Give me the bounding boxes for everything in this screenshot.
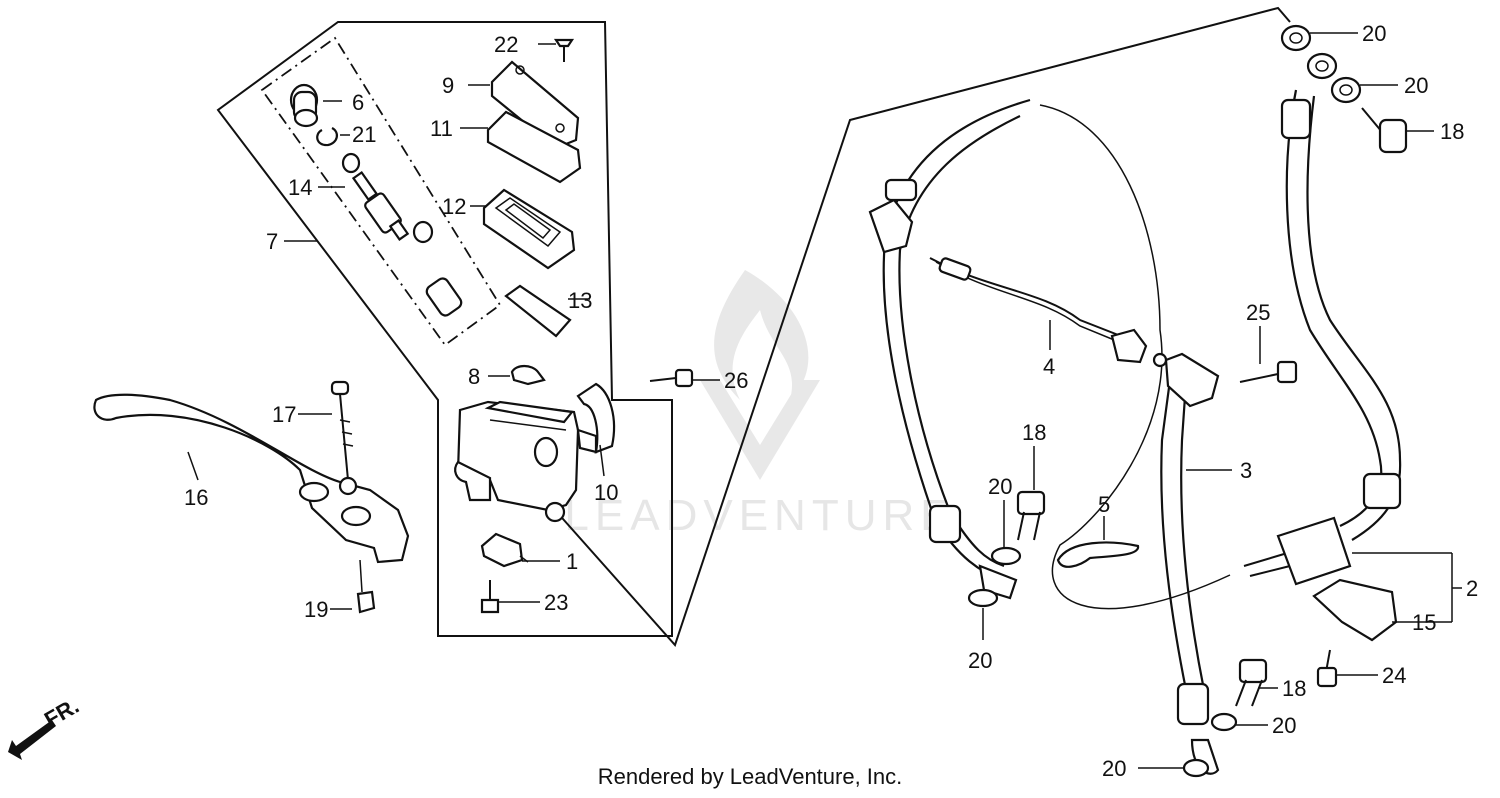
render-credit: Rendered by LeadVenture, Inc.	[597, 764, 903, 789]
callout-16: 16	[184, 485, 208, 510]
callout-19: 19	[304, 597, 328, 622]
callout-1: 1	[566, 549, 578, 574]
part-14-icon	[341, 152, 463, 317]
callout-2: 2	[1466, 576, 1478, 601]
callout-11: 11	[430, 116, 453, 141]
callout-20-bottom: 20	[1102, 756, 1126, 781]
part-25-icon	[1239, 360, 1298, 384]
callout-5: 5	[1098, 492, 1110, 517]
hose-routing-loop	[1039, 104, 1231, 610]
part-10-icon	[576, 382, 616, 454]
part-3-icon	[1160, 352, 1220, 775]
part-1-icon	[480, 532, 529, 568]
master-cylinder-group-outline	[216, 21, 673, 637]
callout-14: 14	[288, 175, 312, 200]
callout-20-low-right: 20	[1272, 713, 1296, 738]
callout-20-mid: 20	[988, 474, 1012, 499]
part-4-icon	[929, 257, 1168, 368]
part-21-icon	[316, 127, 338, 147]
callout-20-left-bottom: 20	[968, 648, 992, 673]
callout-23: 23	[544, 590, 568, 615]
callout-12: 12	[442, 194, 466, 219]
part-20-washers-icon	[967, 24, 1362, 778]
part-19-icon	[356, 590, 376, 614]
part-11-icon	[486, 110, 582, 184]
part-26-icon	[649, 368, 694, 388]
master-cylinder-body-icon	[454, 400, 580, 523]
callout-6: 6	[352, 90, 364, 115]
callout-3: 3	[1240, 458, 1252, 483]
callout-10: 10	[594, 480, 618, 505]
part-15-icon	[1312, 578, 1398, 642]
watermark: LEADVENTURE	[564, 270, 955, 540]
part-24-icon	[1316, 649, 1338, 688]
part-16-icon	[93, 393, 410, 564]
part-5-icon	[1056, 541, 1140, 568]
callout-8: 8	[468, 364, 480, 389]
callout-7: 7	[266, 229, 278, 254]
part-18-bolt-low-icon	[1235, 658, 1268, 707]
callout-20-upper: 20	[1404, 73, 1428, 98]
left-brake-hose-icon	[868, 98, 1031, 600]
part-17-icon	[330, 380, 358, 496]
callout-24: 24	[1382, 663, 1406, 688]
callout-20-top: 20	[1362, 21, 1386, 46]
callout-15: 15	[1412, 610, 1436, 635]
part-18-bolt-top-icon	[1361, 107, 1408, 154]
callout-21: 21	[352, 122, 376, 147]
callout-17: 17	[272, 402, 296, 427]
watermark-text: LEADVENTURE	[564, 491, 955, 540]
part-23-icon	[480, 580, 500, 614]
callout-18-top: 18	[1440, 119, 1464, 144]
part-9-icon	[490, 60, 580, 150]
part-12-icon	[482, 188, 576, 270]
callout-26: 26	[724, 368, 748, 393]
callout-18-low: 18	[1282, 676, 1306, 701]
callout-9: 9	[442, 73, 454, 98]
part-13-icon	[504, 284, 572, 338]
callout-13: 13	[568, 288, 592, 313]
callout-labels: 6 21 14 7 9 11 12 22 13 8 10 1 23 26 17 …	[184, 21, 1478, 781]
part-6-icon	[289, 83, 319, 128]
leader-lines	[187, 32, 1462, 769]
callout-22: 22	[494, 32, 518, 57]
callout-18-mid: 18	[1022, 420, 1046, 445]
piston-kit-dashed-box	[260, 36, 502, 347]
part-22-icon	[553, 38, 575, 62]
part-2-icon	[1243, 89, 1402, 586]
part-8-icon	[510, 364, 546, 386]
group-connector-line	[554, 6, 1291, 647]
callout-4: 4	[1043, 354, 1055, 379]
front-direction-arrow-icon: FR.	[8, 693, 83, 760]
part-18-bolt-mid-icon	[1016, 490, 1046, 541]
callout-25: 25	[1246, 300, 1270, 325]
